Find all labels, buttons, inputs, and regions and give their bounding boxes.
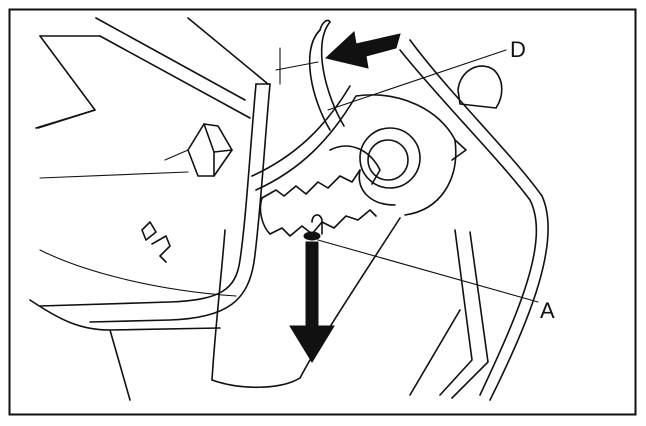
callout-d-leader	[327, 49, 507, 111]
lower-body	[29, 229, 301, 401]
spring-wire	[275, 19, 345, 131]
callout-d-label: D	[510, 37, 526, 62]
arrow-left-down-icon	[324, 31, 401, 69]
figure-frame	[8, 8, 637, 416]
embossed-mark	[141, 221, 171, 263]
callout-a-leader	[317, 239, 539, 303]
pivot-ring	[358, 127, 421, 206]
housing	[251, 85, 467, 379]
stop-block	[39, 123, 233, 179]
callout-a-label: A	[540, 298, 555, 323]
toothed-sector	[259, 145, 381, 237]
handle-bar	[39, 83, 271, 323]
side-rail	[399, 39, 549, 401]
pin-a	[303, 214, 323, 241]
knob	[457, 65, 503, 109]
upper-left-panel	[35, 17, 269, 129]
arrow-down-icon	[289, 241, 335, 363]
